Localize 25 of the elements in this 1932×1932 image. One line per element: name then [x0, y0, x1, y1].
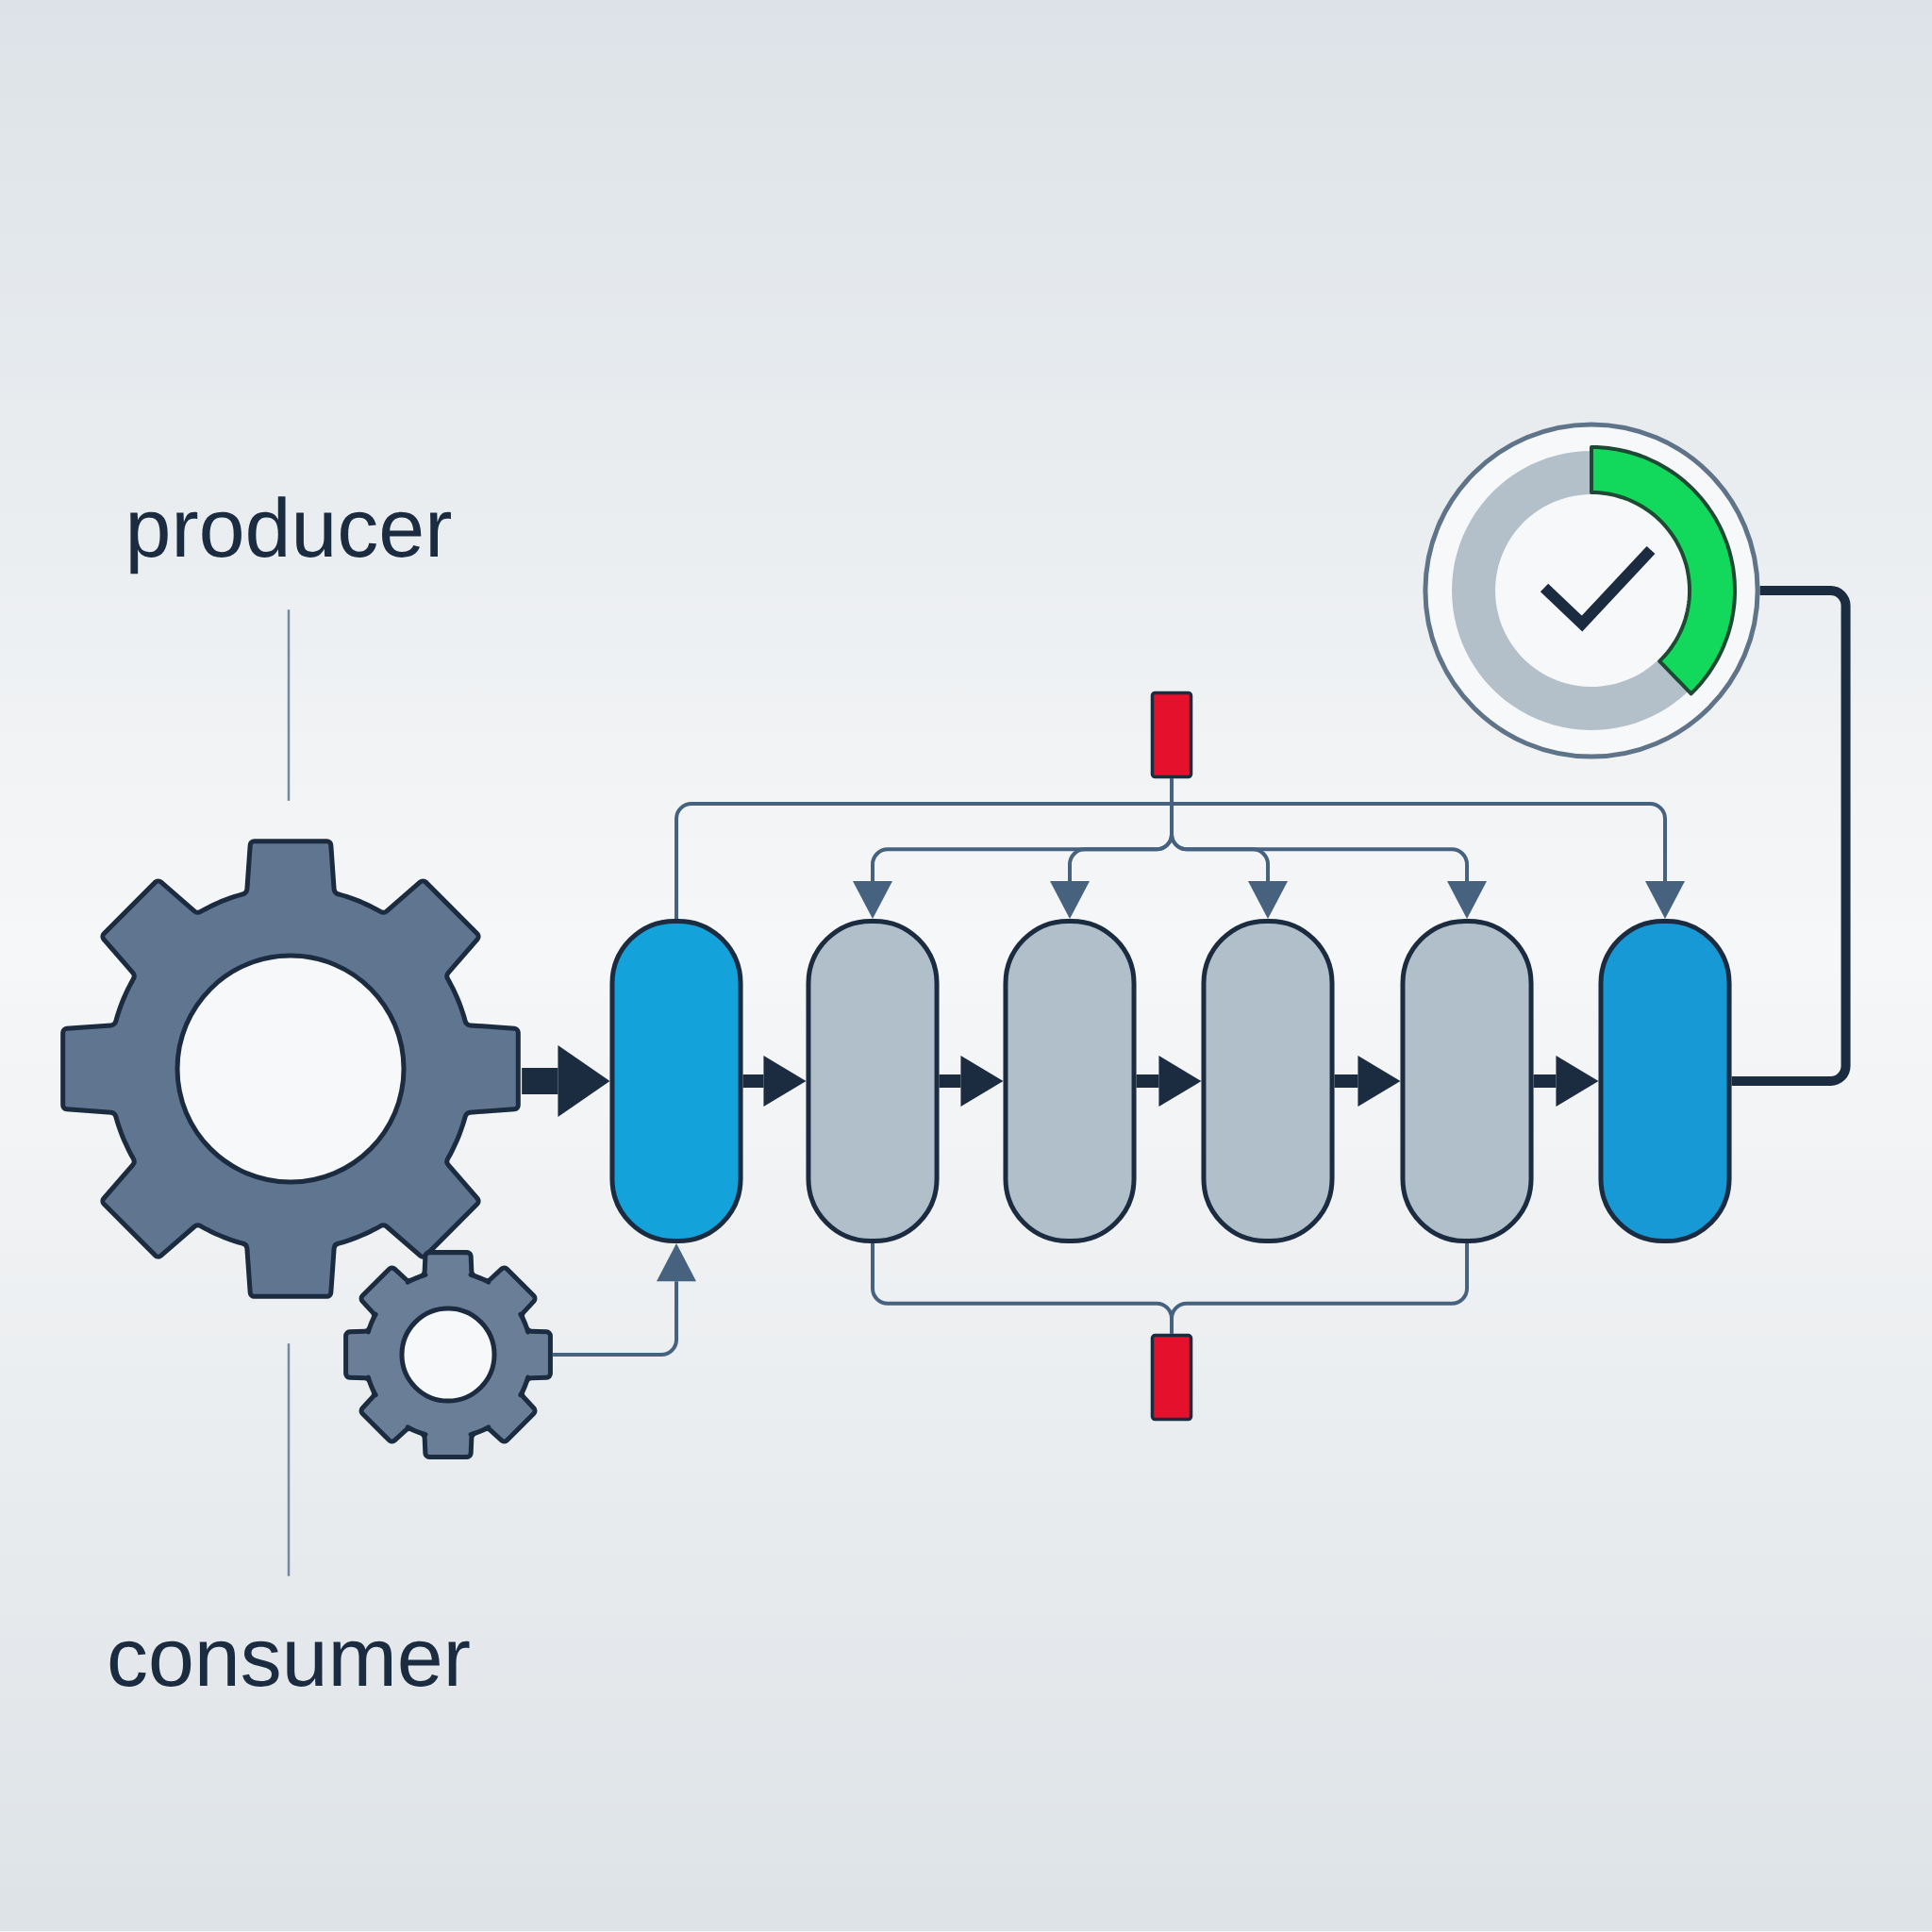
capsule [1598, 918, 1732, 1244]
arrow [742, 1056, 807, 1108]
capsule [806, 918, 940, 1244]
marker [1150, 691, 1193, 779]
arrow [1170, 778, 1488, 919]
arrow [1334, 1056, 1401, 1108]
arrow [1136, 1056, 1202, 1108]
gear [343, 1250, 553, 1459]
connector-line [1731, 586, 1851, 1087]
connector-line [1170, 1243, 1469, 1334]
arrow [675, 801, 1686, 919]
leader-line [287, 1343, 291, 1576]
capsule [1400, 918, 1534, 1244]
arrow [1533, 1056, 1599, 1108]
marker [1150, 1333, 1193, 1422]
capsule [1003, 918, 1137, 1244]
arrow [522, 1045, 610, 1118]
label: producer [130, 496, 451, 575]
label: consumer [109, 1641, 470, 1687]
capsule [609, 918, 743, 1244]
gear [60, 839, 521, 1299]
arrow [553, 1243, 696, 1357]
leader-line [287, 609, 291, 801]
capsule [1201, 918, 1335, 1244]
arrow [939, 1056, 1004, 1108]
